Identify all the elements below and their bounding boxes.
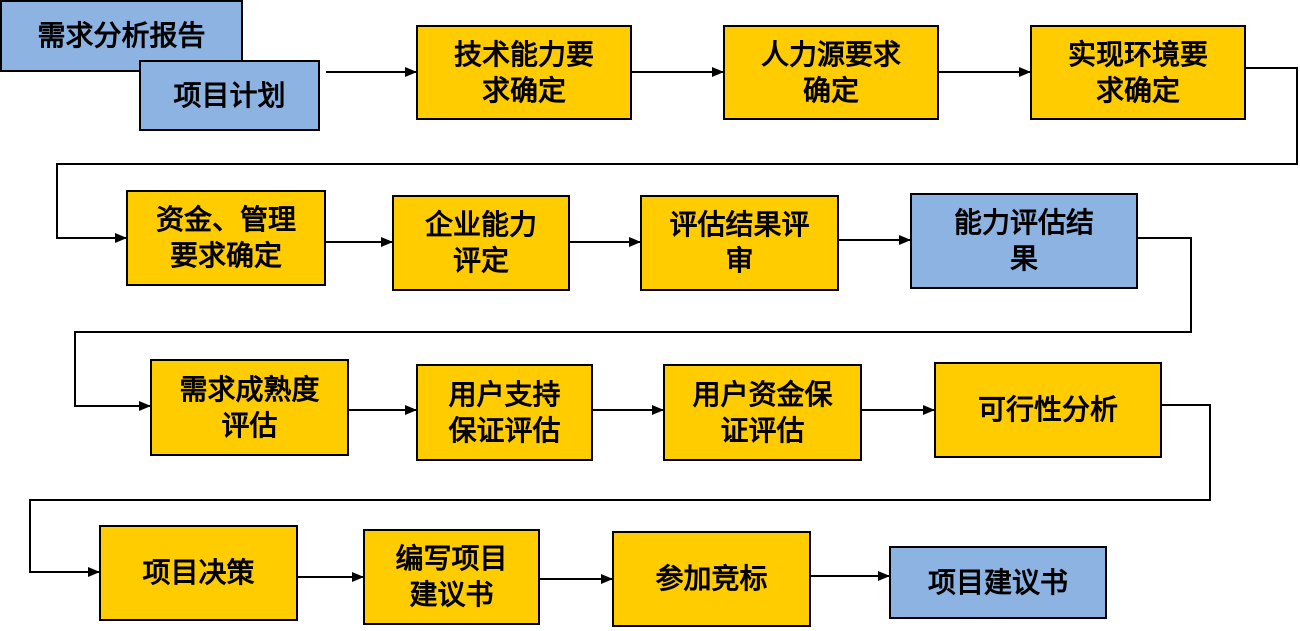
connector-n4-to-n5: [56, 67, 1298, 243]
node-user-funding-assessment: 用户资金保 证评估: [663, 364, 862, 461]
connector-n8-to-n9: [74, 237, 1192, 411]
node-capability-result: 能力评估结 果: [910, 193, 1138, 289]
node-environment-requirements: 实现环境要 求确定: [1030, 25, 1246, 120]
node-assessment-review: 评估结果评 审: [640, 195, 839, 291]
node-write-proposal: 编写项目 建议书: [363, 529, 540, 625]
node-maturity-assessment: 需求成熟度 评估: [150, 359, 349, 456]
connector-n12-to-n13: [29, 404, 1211, 577]
node-funding-management: 资金、管理 要求确定: [126, 190, 326, 286]
node-requirements-report: 需求分析报告: [0, 0, 243, 72]
node-technical-capability: 技术能力要 求确定: [416, 25, 632, 120]
node-user-support-assessment: 用户支持 保证评估: [416, 364, 593, 461]
node-feasibility-analysis: 可行性分析: [934, 362, 1162, 458]
node-project-decision: 项目决策: [99, 525, 298, 621]
node-human-resources: 人力源要求 确定: [723, 25, 939, 120]
node-project-plan: 项目计划: [139, 60, 320, 131]
node-project-proposal: 项目建议书: [889, 546, 1107, 619]
node-bidding: 参加竞标: [612, 531, 811, 627]
node-enterprise-capability: 企业能力 评定: [392, 195, 570, 291]
